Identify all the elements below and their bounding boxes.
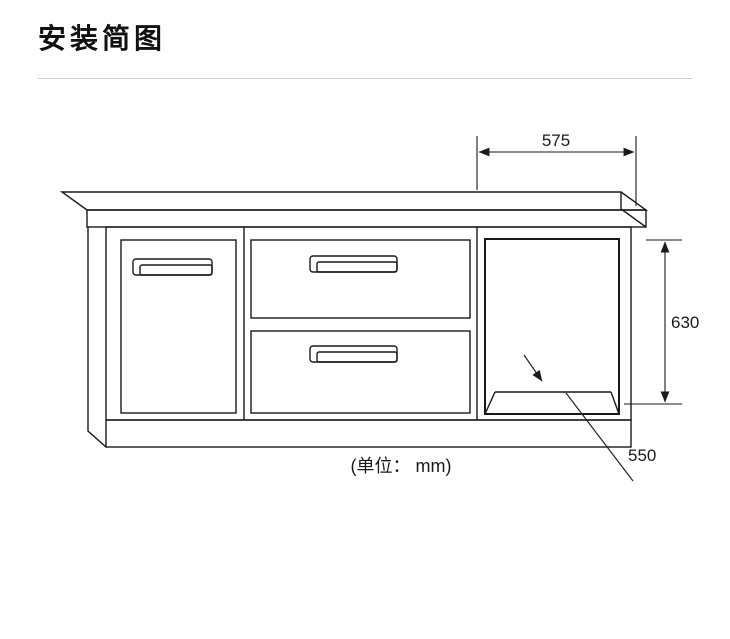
drawer-top-handle-inner [316,261,398,273]
countertop-right-end [620,192,647,228]
cavity-floor-left-edge [484,391,496,415]
countertop-front-face [86,209,647,228]
dim-550-pointer-arrow [523,354,543,382]
dim-630-label: 630 [671,313,699,332]
dim-550-leader-line [565,392,634,482]
cavity-floor-right-edge [610,391,620,415]
page-title: 安装简图 [38,23,167,54]
drawer-top-handle [309,255,398,273]
drawer-top [250,239,471,319]
drawer-bottom-handle-inner [316,351,398,363]
title-divider [38,78,692,79]
cabinet-left-side [87,227,107,448]
dim-550-label: 550 [628,446,656,465]
dim-575-label: 575 [542,131,570,150]
door-handle [132,258,213,276]
unit-note: (单位： mm) [351,456,452,476]
drawer-bottom-handle [309,345,398,363]
cabinet-drawing [59,191,649,448]
appliance-cavity-opening [484,238,620,415]
door-handle-inner [139,264,213,276]
cabinet-plinth [105,419,632,448]
drawer-bottom [250,330,471,414]
countertop-top-surface [59,191,649,211]
left-door [120,239,237,414]
dimension-lines [476,136,682,482]
